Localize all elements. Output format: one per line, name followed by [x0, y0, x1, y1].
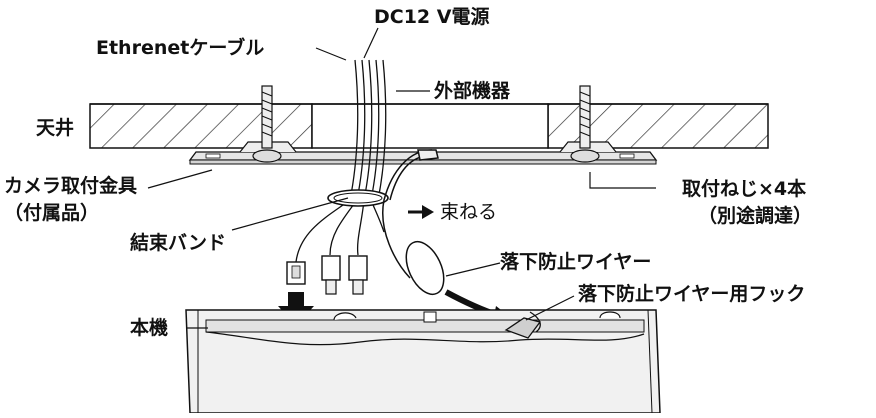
connector-left [286, 261, 306, 285]
ethernet-label: Ethrenetケーブル [96, 37, 265, 59]
ceiling-label: 天井 [36, 117, 75, 139]
insert-arrow [278, 292, 314, 326]
connector-right [348, 255, 368, 295]
leader-lines [147, 27, 656, 329]
hook-label: 落下防止ワイヤー用フック [578, 283, 806, 305]
screws-label-line2: （別途調達） [698, 205, 813, 227]
screws-label-line1: 取付ねじ×4本 [682, 178, 807, 200]
cable-tie [327, 189, 389, 207]
power-label: DC12 V電源 [374, 6, 490, 28]
unit-label: 本機 [130, 317, 169, 339]
camera-unit [185, 309, 661, 414]
bracket-label-line2: （付属品） [4, 202, 100, 224]
bundle-arrow [408, 205, 434, 219]
drop-prevention-wire [382, 149, 445, 296]
wire-hook [504, 311, 542, 339]
bracket-label-line1: カメラ取付金具 [4, 175, 138, 197]
mounting-screw-left [252, 85, 282, 163]
cable-tie-label: 結束バンド [130, 232, 226, 254]
external-device-label: 外部機器 [434, 80, 511, 102]
ceiling-slab [89, 103, 769, 149]
mounting-bracket [188, 141, 658, 165]
bundle-label: 束ねる [440, 201, 498, 223]
wire-label: 落下防止ワイヤー [500, 251, 652, 273]
connector-middle [321, 255, 341, 295]
mounting-screw-right [570, 85, 600, 163]
